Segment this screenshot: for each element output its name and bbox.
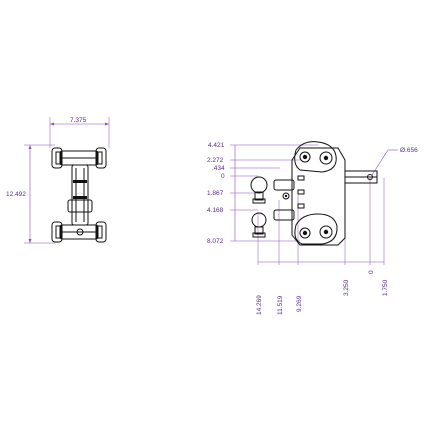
dim-0-horizontal: 0 [368,270,375,274]
dim-2-272: 2.272 [207,157,224,164]
dim-14-269: 14.269 [256,295,263,315]
dim-434: .434 [212,165,225,172]
dim-9-269: 9.269 [296,295,303,312]
dim-1-867: 1.867 [207,190,224,197]
dim-4-421: 4.421 [208,142,225,149]
diameter-label: Ø.656 [400,147,418,154]
dim-8-072: 8.072 [207,238,224,245]
diameter-callout: Ø.656 [371,147,418,176]
front-view: 7.375 12.492 [6,117,110,244]
dim-1-750: 1.750 [382,279,389,296]
dim-11-519: 11.519 [277,295,284,315]
vertical-dimensions: 4.421 2.272 .434 0 1.867 4.168 8.072 [207,142,318,245]
side-view: 4.421 2.272 .434 0 1.867 4.168 8.072 14.… [207,141,418,315]
width-label: 7.375 [70,117,87,124]
width-dimension: 7.375 [49,117,110,148]
height-dimension: 12.492 [6,144,55,244]
dim-0-vertical: 0 [221,173,225,180]
front-hitch-body [51,147,107,243]
side-hitch-body [250,141,378,246]
dim-4-168: 4.168 [207,207,224,214]
horizontal-dimensions: 14.269 11.519 9.269 3.250 0 1.750 [256,178,389,315]
height-label: 12.492 [6,191,26,198]
dim-3-250: 3.250 [343,279,350,296]
